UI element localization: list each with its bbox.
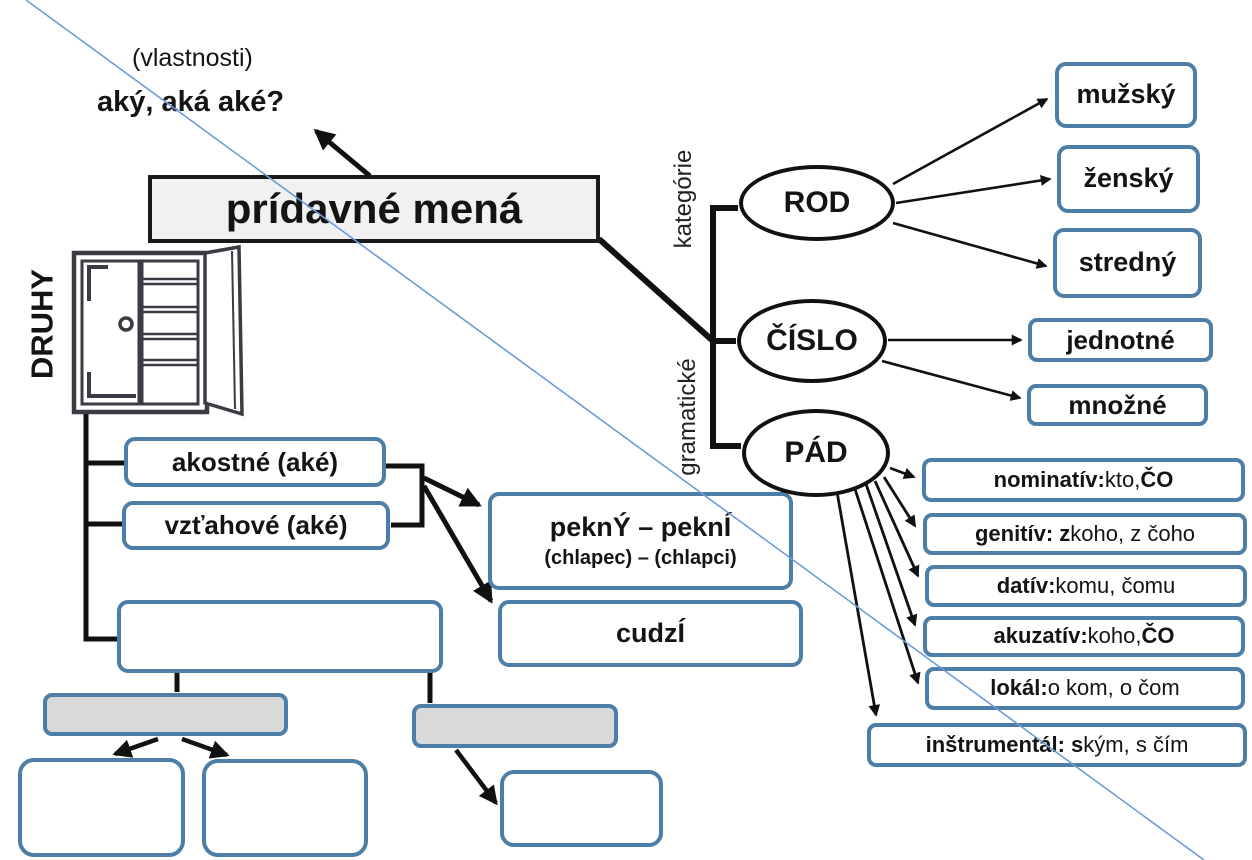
category-rod: ROD <box>739 165 895 241</box>
type-vztahove: vzťahové (aké) <box>122 501 390 550</box>
gender-muzsky: mužský <box>1055 62 1197 128</box>
case-genitiv: genitív: z koho, z čoho <box>923 513 1247 555</box>
example-pair-line1: peknÝ – peknÍ <box>549 512 732 543</box>
question-label: aký, aká aké? <box>97 86 285 118</box>
number-mnozne: množné <box>1027 384 1208 426</box>
group-label-kategorie: kategórie <box>670 149 697 249</box>
case-instrumental: inštrumentál: s kým, s čím <box>867 723 1247 767</box>
gender-zensky: ženský <box>1057 145 1200 213</box>
root-node: prídavné mená <box>148 175 600 243</box>
example-pair-line2: (chlapec) – (chlapci) <box>544 546 737 569</box>
gray-box-left <box>43 693 288 736</box>
gender-stredny: stredný <box>1053 228 1202 298</box>
case-nominativ: nominatív: kto, ČO <box>922 458 1245 502</box>
example-foreign-box: cudzÍ <box>498 600 803 667</box>
empty-box-main <box>117 600 443 673</box>
category-cislo: ČÍSLO <box>737 299 887 383</box>
type-akostne: akostné (aké) <box>124 437 386 487</box>
empty-box-1 <box>18 758 185 857</box>
left-heading: DRUHY <box>24 268 60 380</box>
category-pad: PÁD <box>742 409 890 497</box>
group-label-gramaticke: gramatické <box>674 358 701 476</box>
case-akuzativ: akuzatív: koho, ČO <box>923 616 1245 657</box>
example-pair-box: peknÝ – peknÍ (chlapec) – (chlapci) <box>488 492 793 590</box>
case-lokal: lokál: o kom, o čom <box>925 667 1245 710</box>
gray-box-right <box>412 704 618 748</box>
number-jednotne: jednotné <box>1028 318 1213 362</box>
empty-box-3 <box>500 770 663 847</box>
empty-box-2 <box>202 759 368 857</box>
case-dativ: datív: komu, čomu <box>925 565 1247 607</box>
hint-label: (vlastnosti) <box>132 44 253 72</box>
